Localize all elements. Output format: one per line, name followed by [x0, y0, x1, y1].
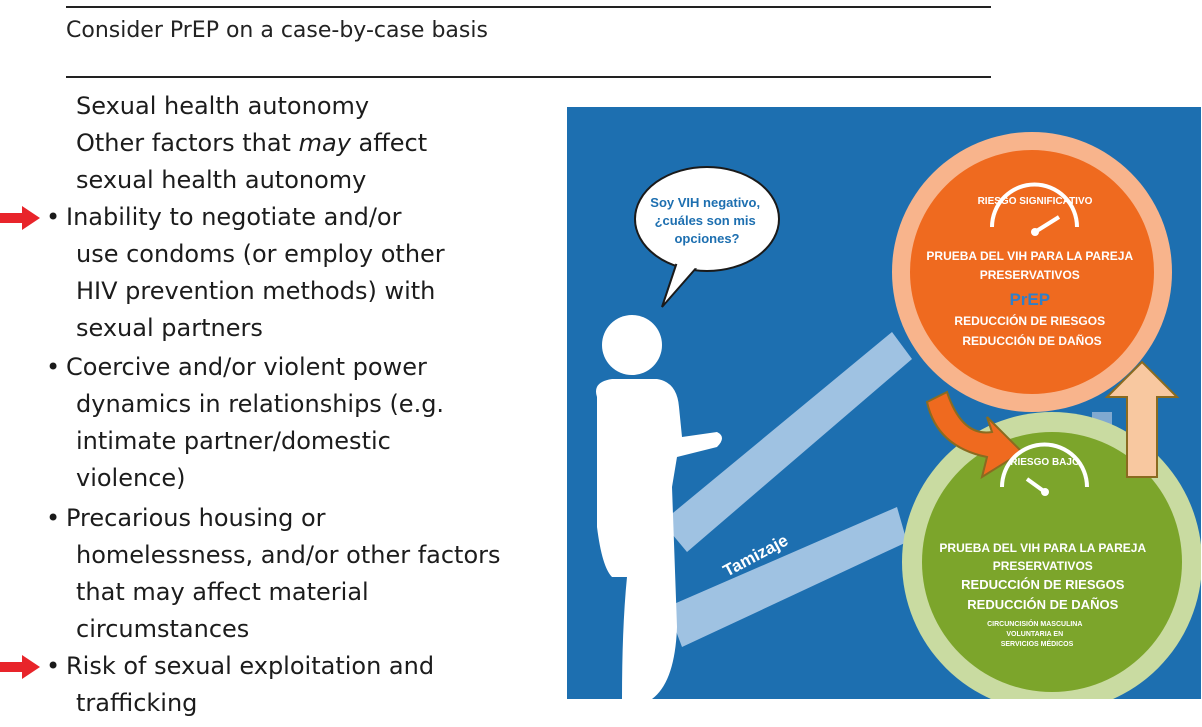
svg-text:Soy VIH negativo, ¿cuá: Soy VIH negativo, ¿cuáles son mis opcion… — [650, 195, 763, 246]
person-icon — [596, 315, 722, 699]
low-risk-small-2: VOLUNTARIA EN — [1006, 631, 1063, 638]
high-risk-circle — [910, 150, 1154, 394]
bullet-2-line-2: dynamics in relationships (e.g. — [76, 390, 445, 418]
bullet-dot: • — [46, 652, 61, 680]
subtitle-line-1: Other factors that may affect — [76, 125, 427, 162]
bubble-line-3: opciones? — [674, 231, 739, 246]
red-arrow-icon — [0, 655, 40, 679]
low-risk-circle — [922, 432, 1182, 692]
bubble-line-1: Soy VIH negativo, — [650, 195, 760, 210]
bullet-1-line-4: sexual partners — [76, 314, 263, 342]
subtitle-text-b: affect — [358, 129, 428, 157]
high-risk-title: RIESGO SIGNIFICATIVO — [978, 196, 1093, 207]
bullet-1-line-1: Inability to negotiate and/or — [66, 203, 402, 231]
red-arrow-icon — [0, 206, 40, 230]
beam-lower — [667, 507, 907, 647]
low-risk-small-3: SERVICIOS MÉDICOS — [1001, 639, 1074, 648]
bullet-3-line-1: Precarious housing or — [66, 504, 326, 532]
bullet-1-line-2: use condoms (or employ other — [76, 240, 445, 268]
top-rule — [66, 6, 991, 8]
bullet-dot: • — [46, 504, 61, 532]
subtitle-line-2: sexual health autonomy — [76, 166, 367, 194]
low-risk-item-4: REDUCCIÓN DE DAÑOS — [967, 597, 1118, 612]
high-risk-item-prep: PrEP — [1009, 290, 1050, 309]
low-risk-gauge-icon — [1000, 442, 1089, 496]
high-risk-item-3: REDUCCIÓN DE RIESGOS — [954, 313, 1105, 328]
bullet-dot: • — [46, 353, 61, 381]
heading-rule — [66, 76, 991, 78]
bullet-2-line-3: intimate partner/domestic — [76, 427, 391, 455]
prep-infographic: Soy VIH negativo, ¿cuáles son mis opcion… — [567, 107, 1201, 699]
low-risk-small-1: CIRCUNCISIÓN MASCULINA — [987, 619, 1082, 628]
bullet-3-line-2: homelessness, and/or other factors — [76, 541, 501, 569]
high-risk-gauge-icon — [990, 182, 1079, 236]
section-title: Sexual health autonomy — [76, 92, 370, 120]
low-risk-item-1: PRUEBA DEL VIH PARA LA PAREJA — [939, 541, 1146, 555]
bubble-line-2: ¿cuáles son mis — [655, 213, 756, 228]
down-arrow-icon — [925, 390, 1024, 480]
bullet-1-line-3: HIV prevention methods) with — [76, 277, 436, 305]
bullet-dot: • — [46, 203, 61, 231]
bullet-4-line-1: Risk of sexual exploitation and — [66, 652, 435, 680]
low-risk-title: RIESGO BAJO — [1010, 457, 1080, 468]
bullet-3-line-4: circumstances — [76, 615, 250, 643]
high-risk-item-4: REDUCCIÓN DE DAÑOS — [962, 333, 1101, 348]
low-risk-item-3: REDUCCIÓN DE RIESGOS — [961, 577, 1125, 592]
high-risk-item-1: PRUEBA DEL VIH PARA LA PAREJA — [926, 249, 1133, 263]
table-heading: Consider PrEP on a case-by-case basis — [66, 18, 488, 43]
bullet-3-line-3: that may affect material — [76, 578, 369, 606]
bullet-4-line-2: trafficking — [76, 689, 198, 717]
bullet-2-line-4: violence) — [76, 464, 186, 492]
svg-text:PRUEBA DEL VIH PARA LA PAREJA: PRUEBA DEL VIH PARA LA PAREJA PRESERVATI… — [926, 247, 1137, 348]
beam-upper — [662, 332, 912, 552]
bullet-2-line-1: Coercive and/or violent power — [66, 353, 427, 381]
subtitle-text-a: Other factors that — [76, 129, 291, 157]
speech-bubble: Soy VIH negativo, ¿cuáles son mis opcion… — [634, 166, 780, 308]
svg-text:PRUEBA DEL VIH PARA LA PAREJA: PRUEBA DEL VIH PARA LA PAREJA PRESERVATI… — [939, 539, 1150, 648]
high-risk-item-2: PRESERVATIVOS — [980, 268, 1080, 282]
subtitle-emphasis: may — [298, 129, 351, 157]
low-risk-item-2: PRESERVATIVOS — [993, 559, 1093, 573]
up-arrow-icon — [1104, 360, 1180, 478]
